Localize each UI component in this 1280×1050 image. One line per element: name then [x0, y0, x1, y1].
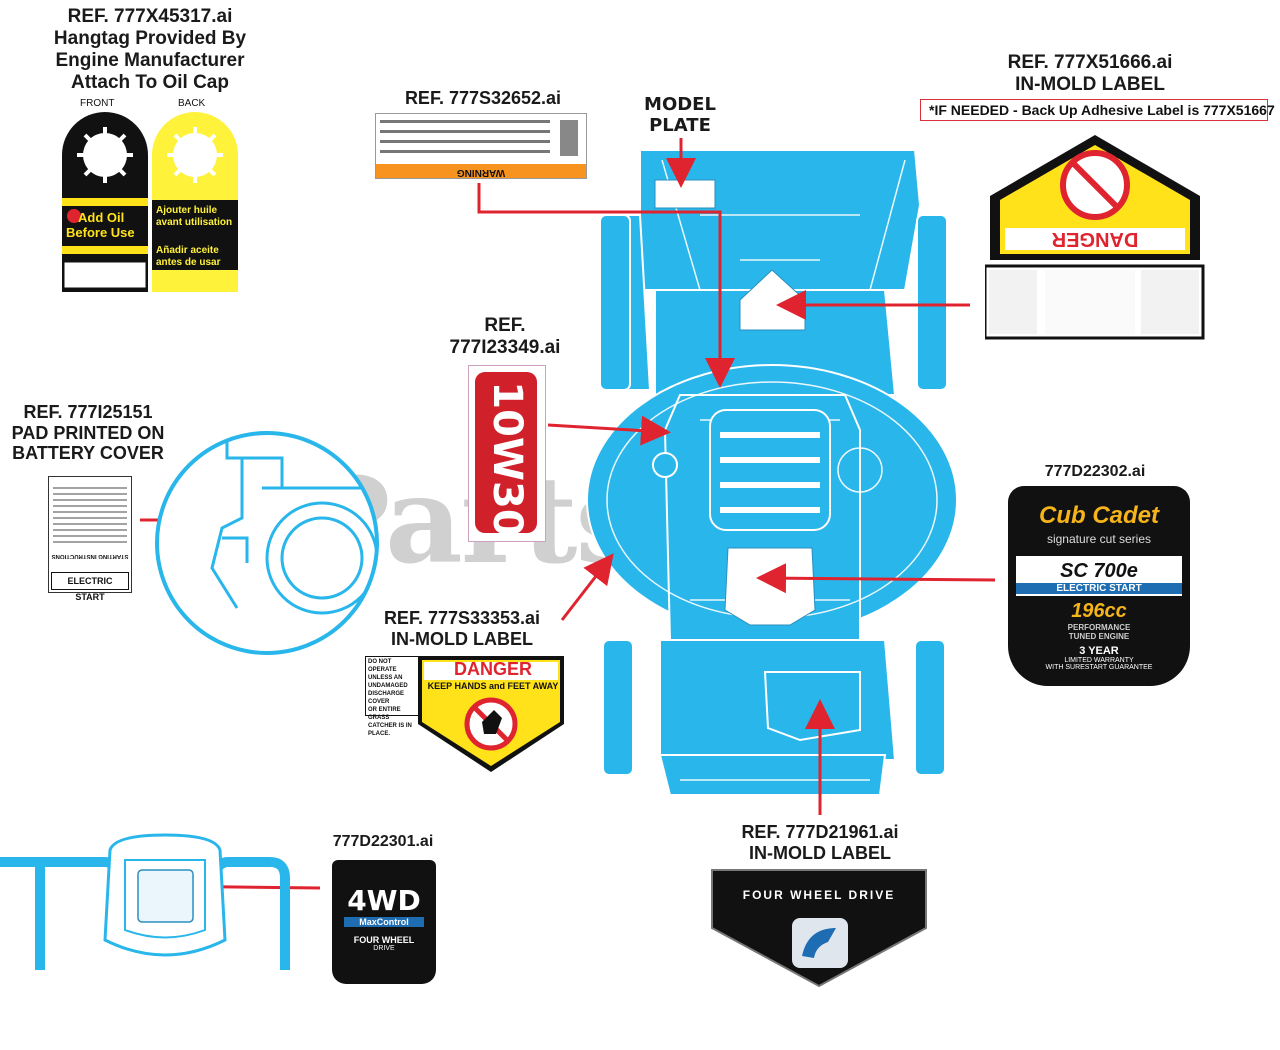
handle-detail: [0, 833, 290, 970]
danger-side-line: DO NOT OPERATE: [368, 659, 397, 673]
hangtag-back-line: antes de usar: [156, 257, 221, 268]
hangtag-front: [62, 112, 148, 292]
danger-label-ref: REF. 777S33353.ai IN-MOLD LABEL: [372, 608, 552, 649]
battery-cover-detail: [155, 431, 379, 655]
warning-label-banner: WARNING: [376, 164, 586, 178]
brand-engine: PERFORMANCE: [1067, 623, 1131, 632]
battery-ref-line: BATTERY COVER: [12, 443, 164, 464]
hangtag-back-line: avant utilisation: [156, 217, 233, 228]
battery-ref: REF. 777I25151 PAD PRINTED ON BATTERY CO…: [0, 402, 176, 464]
brand-cc: 196cc: [1071, 600, 1127, 622]
danger-side-line: DISCHARGE COVER: [368, 691, 405, 705]
drive-label-ref: REF. 777D21961.ai IN-MOLD LABEL: [720, 822, 920, 863]
hangtag-ref: REF. 777X45317.ai Hangtag Provided By En…: [30, 6, 270, 93]
brand-label: Cub Cadet signature cut series SC 700e E…: [1008, 486, 1190, 686]
brand-warranty: LIMITED WARRANTY: [1064, 657, 1134, 664]
danger-side-line: UNLESS AN: [368, 675, 403, 681]
danger-side-panel: DO NOT OPERATE UNLESS AN UNDAMAGED DISCH…: [365, 656, 423, 737]
brand-warranty: 3 YEAR: [1079, 645, 1119, 657]
drive-label-text: FOUR WHEEL DRIVE: [742, 888, 896, 902]
hangtag-back: [152, 112, 238, 292]
hangtag-back-line: Ajouter huile: [156, 205, 218, 216]
fwd-label-ref: 777D22301.ai: [332, 833, 434, 850]
brand-engine: TUNED ENGINE: [1068, 632, 1130, 641]
danger-side-line: OR ENTIRE GRASS: [368, 707, 401, 721]
drive-label: [711, 869, 927, 988]
hangtag-back-line: Añadir aceite: [156, 245, 219, 256]
hangtag-ref-line: Hangtag Provided By: [53, 27, 247, 49]
danger-ref-line: REF. 777S33353.ai: [383, 608, 541, 628]
hangtag-front-line: Add Oil: [78, 210, 125, 225]
battery-label-title: STARTING INSTRUCTIONS: [51, 553, 129, 559]
svg-text:DANGER: DANGER: [1051, 228, 1138, 250]
oil-label: 10W30: [468, 365, 546, 542]
hangtag-ref-line: Engine Manufacturer: [55, 49, 245, 71]
inmold-top-line: IN-MOLD LABEL: [1015, 73, 1165, 95]
hangtag-front-line: Before Use: [66, 225, 135, 240]
model-plate-ref: MODEL PLATE: [630, 94, 730, 136]
brand-series: signature cut series: [1046, 532, 1152, 546]
warning-label-ref: REF. 777S32652.ai: [404, 88, 562, 108]
danger-subtitle: KEEP HANDS and FEET AWAY: [427, 681, 559, 691]
oil-label-text: 10W30: [484, 381, 530, 537]
danger-side-line: PLACE.: [368, 731, 391, 737]
danger-side-line: UNDAMAGED: [368, 683, 408, 689]
inmold-top-label: DANGER: [985, 135, 1205, 340]
model-plate-line: MODEL: [644, 94, 716, 115]
inmold-top-line: REF. 777X51666.ai: [1007, 52, 1173, 73]
model-plate-spot: [654, 179, 716, 209]
danger-side-line: CATCHER IS IN: [368, 723, 412, 729]
inmold-top-note: *IF NEEDED - Back Up Adhesive Label is 7…: [920, 99, 1275, 121]
brand-start: ELECTRIC START: [1016, 583, 1182, 594]
battery-label: STARTING INSTRUCTIONS ELECTRIC START: [48, 476, 132, 602]
hangtag-ref-line: REF. 777X45317.ai: [67, 6, 233, 27]
inmold-top-ref: REF. 777X51666.ai IN-MOLD LABEL: [990, 52, 1190, 96]
oil-label-line: 777I23349.ai: [449, 336, 561, 358]
oil-label-ref: REF. 777I23349.ai: [440, 315, 570, 359]
warning-label: WARNING: [375, 113, 587, 179]
oil-label-line: REF.: [484, 315, 526, 336]
fwd-line2: DRIVE: [373, 945, 395, 952]
danger-title: DANGER: [453, 659, 532, 679]
drive-ref-line: IN-MOLD LABEL: [749, 842, 891, 863]
danger-label: [418, 656, 564, 772]
hangtag-front-caption: FRONT: [80, 98, 115, 109]
fwd-line1: FOUR WHEEL: [353, 935, 415, 945]
danger-ref-line: IN-MOLD LABEL: [391, 628, 533, 649]
fwd-label: 4WD MaxControl FOUR WHEEL DRIVE: [332, 860, 436, 984]
hangtag-back-caption: BACK: [178, 98, 206, 109]
drive-ref-line: REF. 777D21961.ai: [741, 822, 899, 842]
battery-label-footer: ELECTRIC START: [51, 572, 129, 602]
brand-name: Cub Cadet: [1039, 502, 1159, 529]
battery-ref-line: REF. 777I25151: [23, 402, 153, 422]
hangtag-ref-line: Attach To Oil Cap: [71, 71, 229, 93]
fwd-sub: MaxControl: [344, 917, 424, 927]
brand-label-ref: 777D22302.ai: [1044, 463, 1146, 480]
battery-ref-line: PAD PRINTED ON: [11, 422, 165, 443]
model-plate-line: PLATE: [649, 114, 711, 136]
engine-decal-spot: [724, 547, 816, 626]
brand-model: SC 700e: [1060, 560, 1138, 582]
brand-warranty: WITH SURESTART GUARANTEE: [1045, 664, 1153, 671]
fwd-big: 4WD: [347, 884, 421, 917]
